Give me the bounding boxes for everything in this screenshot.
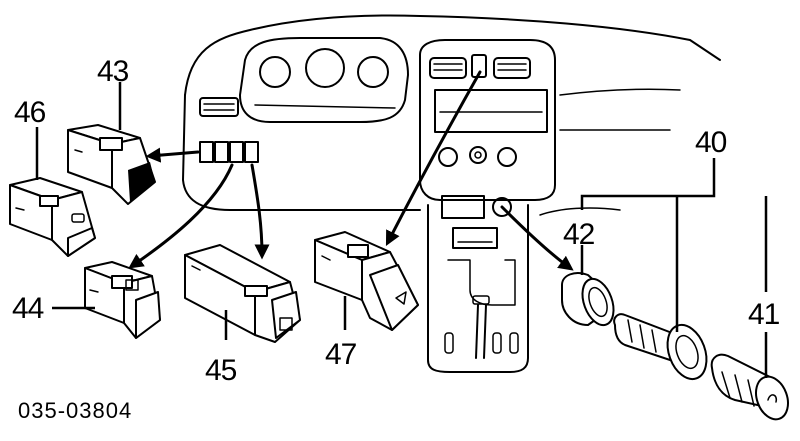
- center-console: [419, 39, 556, 373]
- part-41-lighter-plug: [710, 353, 789, 421]
- leader-lines: [35, 82, 768, 378]
- pointer-arrows: [128, 70, 574, 271]
- callout-44: 44: [12, 292, 44, 325]
- part-46-switch: [9, 177, 96, 257]
- callout-43: 43: [97, 55, 129, 88]
- part-47-hazard-switch: [314, 231, 419, 331]
- callout-45: 45: [205, 354, 237, 387]
- part-44-switch: [84, 261, 161, 339]
- part-42-socket: [561, 272, 615, 327]
- callout-46: 46: [14, 96, 46, 129]
- part-45-switch: [184, 244, 301, 343]
- left-vent: [199, 97, 239, 117]
- drawing-code: 035-03804: [18, 398, 132, 423]
- part-43-switch: [67, 124, 156, 205]
- callout-47: 47: [325, 338, 357, 371]
- callout-42: 42: [563, 218, 595, 251]
- dashboard-outline: [182, 14, 721, 216]
- callout-41: 41: [748, 298, 780, 331]
- gauge-cluster: [239, 37, 409, 123]
- part-40-socket-assembly: [613, 313, 708, 381]
- callout-40: 40: [695, 126, 727, 159]
- switch-panel-slots: [199, 141, 259, 163]
